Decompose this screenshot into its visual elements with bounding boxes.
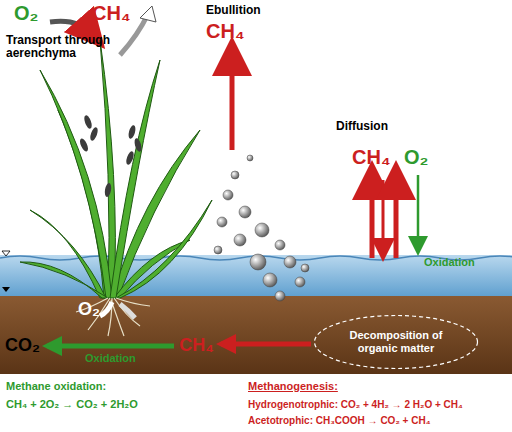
node-text: CO₂ [5, 335, 40, 356]
gas-label: CH₄ [206, 20, 244, 42]
gas-label: O₂ [78, 300, 100, 320]
gas-label: O₂ [404, 146, 428, 168]
gas-label: CH₄ [92, 2, 130, 24]
bubbles [214, 155, 309, 301]
ebullition-arrow [230, 56, 235, 150]
process-ellipse: Decomposition of organic matter [313, 314, 479, 370]
equation-heading: Methanogenesis: [248, 380, 338, 392]
transport-arrow-head [140, 6, 156, 22]
process-label: Oxidation [424, 256, 475, 268]
water [0, 255, 512, 297]
gas-node: CH₄ [176, 333, 217, 358]
equation: Acetotrophic: CH₃COOH → CO₂ + CH₄ [248, 415, 430, 426]
edge-label: Oxidation [85, 352, 136, 364]
rice-plant [20, 40, 212, 298]
water-level-mark [2, 251, 10, 256]
equation: Hydrogenotrophic: CO₂ + 4H₂ → 2 H₂O + CH… [248, 399, 463, 410]
node-text: CH₄ [179, 335, 214, 356]
equation-heading: Methane oxidation: [6, 380, 106, 392]
transport-arrow [50, 21, 92, 34]
gas-label: CH₄ [352, 146, 390, 168]
equation: CH₄ + 2O₂ → CO₂ + 2H₂O [6, 398, 138, 410]
roots [76, 298, 150, 336]
process-label: Ebullition [206, 4, 261, 17]
diffusion-arrow [382, 180, 385, 250]
gas-node: CO₂ [2, 333, 43, 358]
gas-label: O₂ [14, 2, 38, 24]
diffusion-arrow [370, 180, 375, 258]
root-methane-arrow [120, 304, 135, 318]
root-oxygen-arrow [100, 302, 112, 316]
soil [0, 296, 512, 374]
flow-arrow [221, 342, 311, 347]
process-label: Diffusion [336, 120, 388, 133]
diffusion-arrow [394, 180, 399, 258]
oxygen-arrow [417, 175, 420, 246]
process-label: Transport through aerenchyma [6, 34, 111, 60]
node-text: Decomposition of organic matter [346, 329, 446, 354]
rice-panicle [78, 114, 142, 197]
flow-arrow [47, 344, 174, 349]
soil-level-mark [2, 287, 10, 292]
